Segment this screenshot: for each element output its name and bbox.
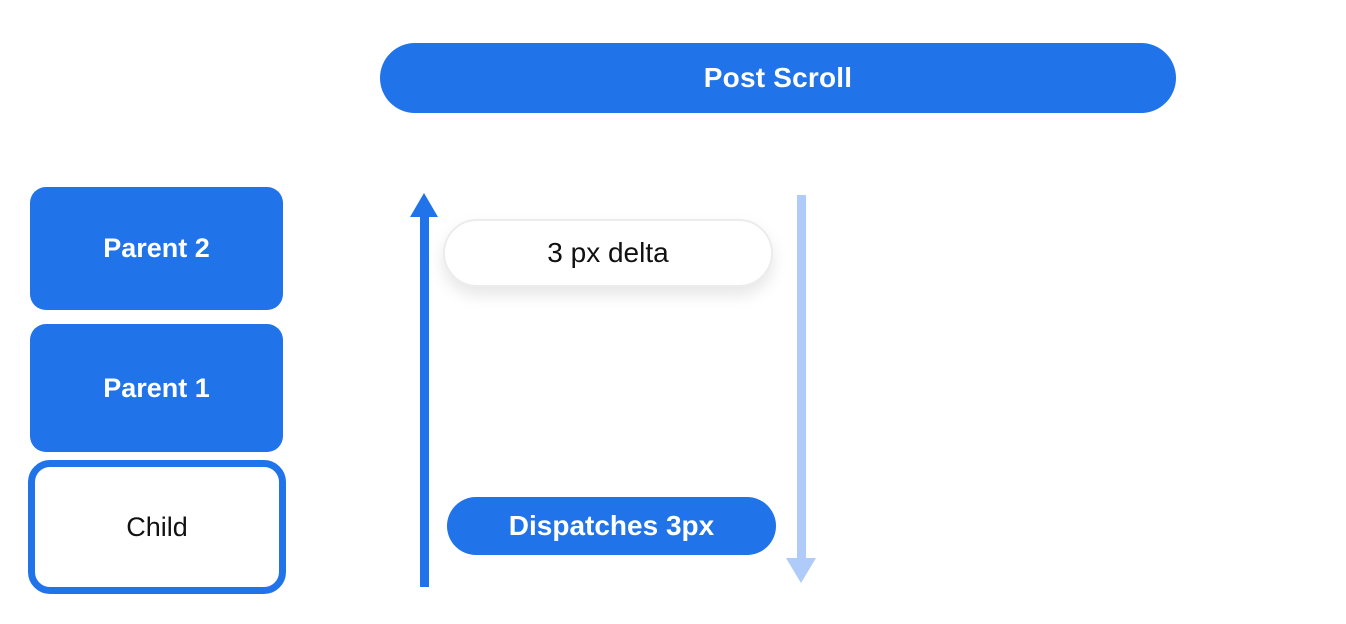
arrow-down-head [786, 558, 816, 583]
post-scroll-banner-label: Post Scroll [703, 62, 853, 93]
post-scroll-banner: Post Scroll [380, 43, 1176, 113]
child-label: Child [126, 511, 188, 542]
child-box: Child [28, 460, 286, 594]
delta-pill: 3 px delta [443, 219, 773, 287]
parent-1-box: Parent 1 [30, 324, 283, 452]
parent-2-label: Parent 2 [103, 233, 210, 263]
parent-2-box: Parent 2 [30, 187, 283, 310]
dispatch-pill-label: Dispatches 3px [508, 510, 715, 541]
delta-pill-label: 3 px delta [547, 237, 669, 268]
parent-1-label: Parent 1 [103, 372, 210, 403]
arrow-up-shaft [420, 215, 429, 587]
arrow-up-head [410, 193, 438, 217]
arrow-down-shaft [797, 195, 806, 560]
dispatch-pill: Dispatches 3px [447, 497, 776, 555]
